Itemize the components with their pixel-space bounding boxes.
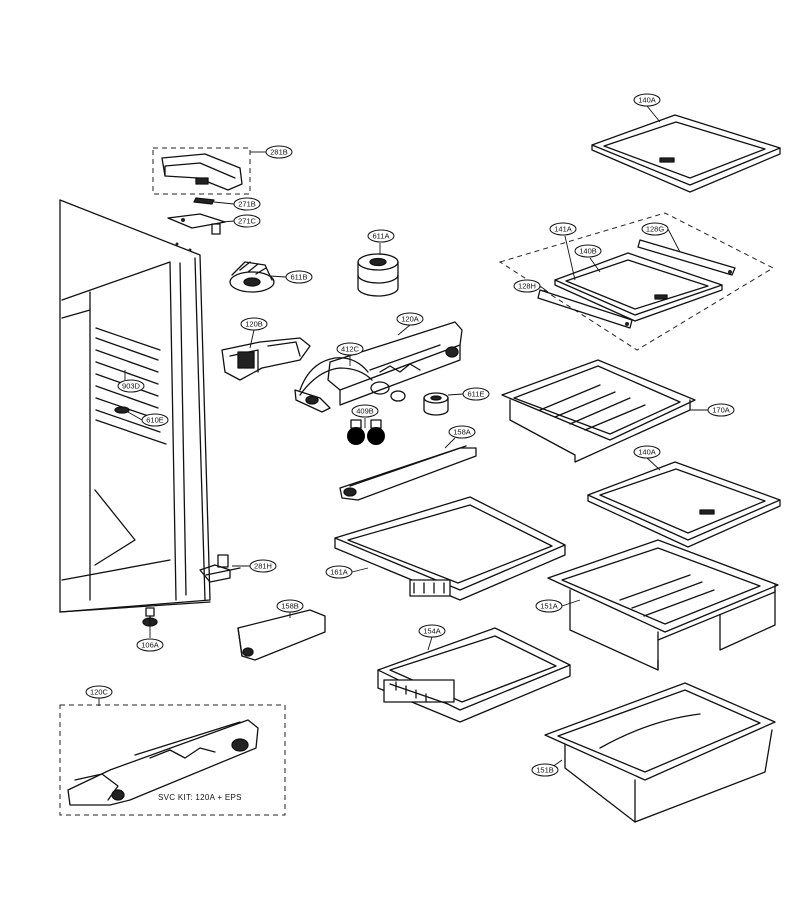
callout-610e: 610E [141,413,169,427]
part-120b-housing [221,337,311,381]
part-611b-damper [229,261,275,293]
callout-128g: 128G [641,222,669,236]
leader-lines [98,105,708,771]
callout-611b: 611B [285,270,313,284]
part-271b-switch [193,197,215,205]
svg-text:128G: 128G [646,225,665,234]
callout-903d: 903D [117,379,145,393]
svg-text:140B: 140B [579,247,597,256]
callout-611a: 611A [367,229,395,243]
svg-text:611E: 611E [468,390,485,399]
callout-140b: 140B [574,244,602,258]
callout-158a: 158A [448,425,476,439]
part-154a-drawer [377,627,571,723]
svg-text:271C: 271C [238,217,257,226]
svg-text:170A: 170A [712,406,730,415]
part-140a-shelf-top [591,114,781,193]
callout-151a: 151A [535,599,563,613]
callout-271b: 271B [233,197,261,211]
callout-170a: 170A [707,403,735,417]
callout-409b: 409B [351,404,379,418]
callout-120a: 120A [396,312,424,326]
part-158b-trim [237,609,326,661]
part-611a-filter [357,253,399,297]
part-409b-bulbs [347,419,385,445]
svg-text:128H: 128H [518,282,536,291]
svg-text:409B: 409B [356,407,374,416]
callout-611e: 611E [462,387,490,401]
callout-120b: 120B [240,317,268,331]
callout-281h: 281H [249,559,277,573]
part-271c-board [167,213,226,235]
callout-120c: 120C [85,685,113,699]
callout-106a: 106A [136,638,164,652]
callout-271c: 271C [233,214,261,228]
svg-text:281B: 281B [270,148,288,157]
callout-412c: 412C [336,342,364,356]
refrigerator-cabinet [59,199,211,613]
part-128g-rail [637,239,736,276]
svg-text:141A: 141A [554,225,572,234]
part-140b-shelf [554,252,723,322]
svg-text:120B: 120B [245,320,263,329]
callout-140a-top: 140A [633,93,661,107]
callout-128h: 128H [513,279,541,293]
part-611e-knob [423,392,449,416]
part-170a-crisper [501,359,696,463]
svg-text:161A: 161A [330,568,348,577]
part-128h-rail [537,289,633,329]
svg-text:611A: 611A [373,232,390,241]
part-158a-trim [339,445,477,501]
svg-text:281H: 281H [254,562,272,571]
svg-text:106A: 106A [141,641,159,650]
part-120c-kit-housing [67,719,259,806]
svg-text:158B: 158B [281,602,299,611]
part-151a-drawer [547,539,779,671]
svg-text:120A: 120A [401,315,419,324]
part-106a-leg [142,607,158,627]
svg-text:158A: 158A [453,428,471,437]
svg-text:120C: 120C [90,688,109,697]
callout-161a: 161A [325,565,353,579]
svg-text:611B: 611B [291,273,308,282]
svg-text:412C: 412C [341,345,360,354]
svg-text:271B: 271B [238,200,256,209]
svg-text:140A: 140A [638,448,656,457]
callout-158b: 158B [276,599,304,613]
141a-group-box [498,212,775,351]
120c-kit-box [59,704,286,816]
part-412c-wiring [294,357,406,413]
svg-text:154A: 154A [423,627,441,636]
svg-text:151A: 151A [540,602,558,611]
callout-151b: 151B [531,763,559,777]
callout-140a-mid: 140A [633,445,661,459]
part-281h-hinge [199,554,241,583]
callout-141a: 141A [549,222,577,236]
svg-text:140A: 140A [638,96,656,105]
svc-kit-note: SVC KIT: 120A + EPS [158,793,242,802]
svg-text:610E: 610E [146,416,164,425]
part-120a-control-housing [327,321,463,406]
part-161a-shelf [334,496,566,601]
part-281b-cover [161,153,243,191]
svg-text:903D: 903D [122,382,141,391]
281b-group-box [152,147,251,195]
part-140a-shelf-mid [587,461,781,548]
callout-154a: 154A [418,624,446,638]
callout-281b: 281B [265,145,293,159]
svg-text:151B: 151B [536,766,554,775]
part-151b-drawer [544,682,776,823]
